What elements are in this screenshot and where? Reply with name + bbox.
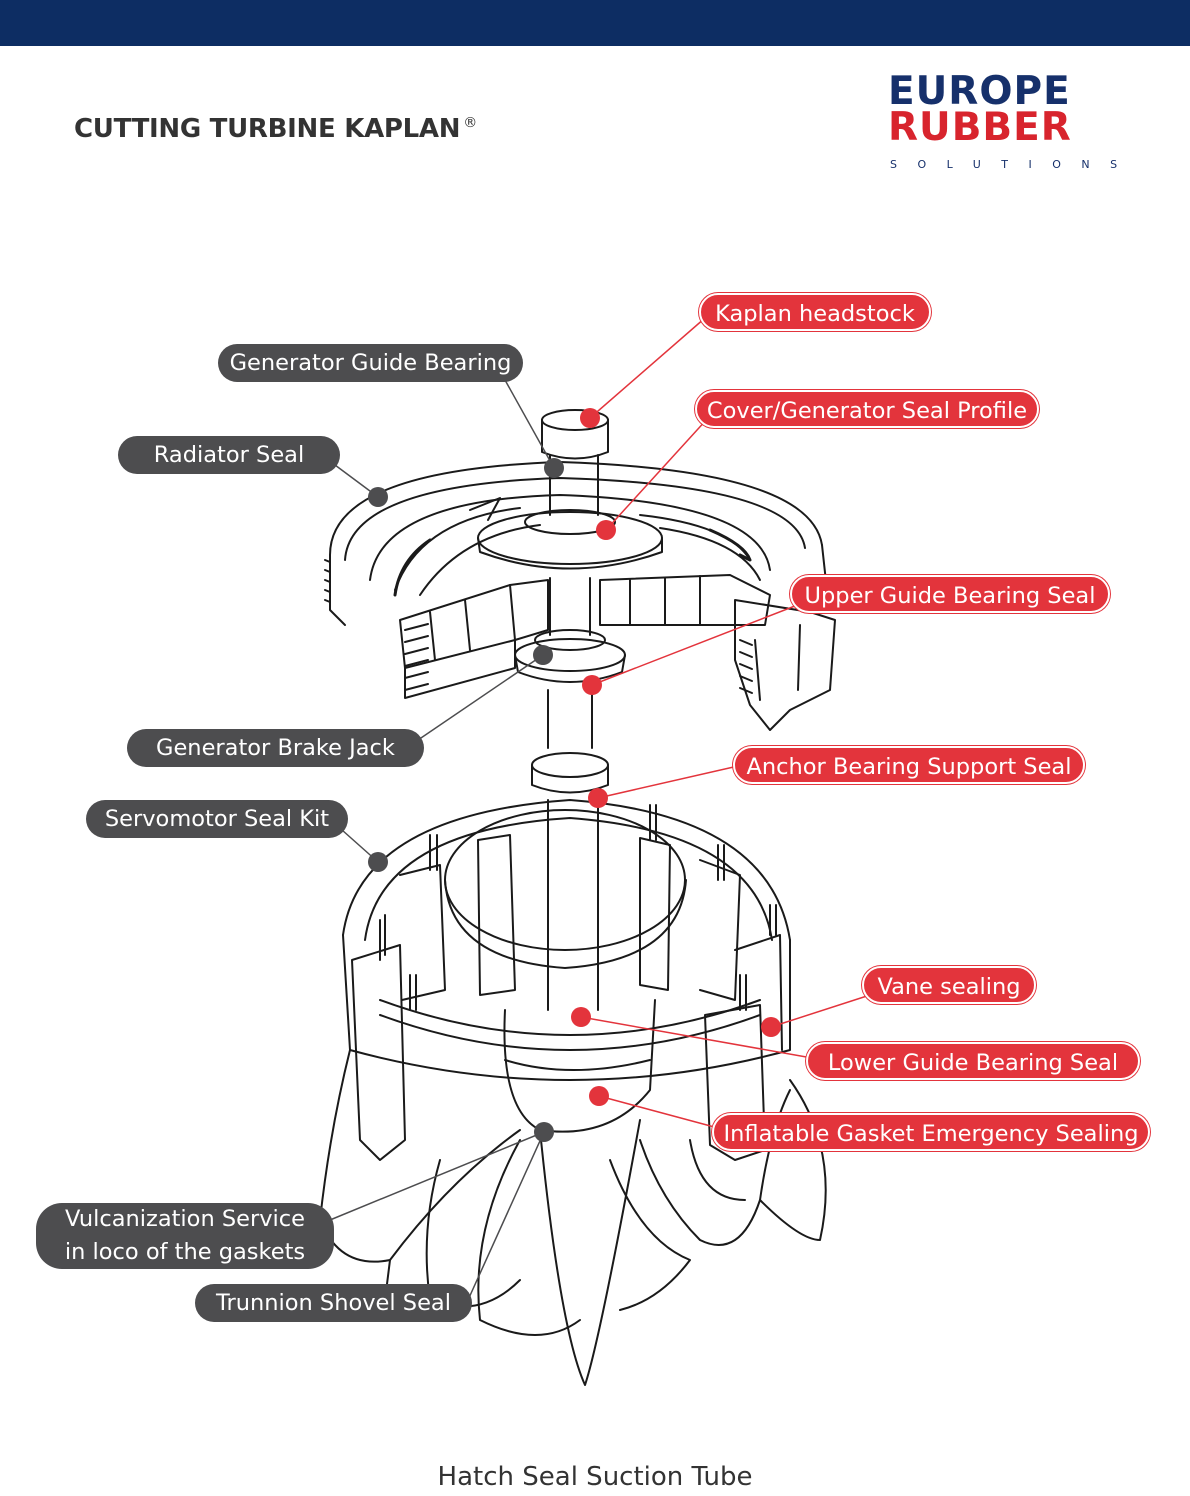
dot-trunnion bbox=[534, 1122, 554, 1142]
logo-line-solutions: SOLUTIONS bbox=[890, 158, 1138, 171]
marker-dots bbox=[368, 408, 781, 1142]
callout-vane-sealing: Vane sealing bbox=[862, 966, 1036, 1004]
dot-servomotor-seal bbox=[368, 852, 388, 872]
callout-vulcanization-service: Vulcanization Service in loco of the gas… bbox=[36, 1203, 334, 1269]
dot-lower-guide-bearing bbox=[571, 1007, 591, 1027]
dot-generator-guide-bearing bbox=[544, 458, 564, 478]
leader-inflatable-gasket bbox=[598, 1095, 719, 1129]
dot-cover-generator-seal bbox=[596, 520, 616, 540]
leader-upper-guide-bearing bbox=[591, 603, 801, 686]
callout-kaplan-headstock: Kaplan headstock bbox=[699, 293, 931, 331]
logo-line-europe: EUROPE bbox=[888, 69, 1071, 114]
leader-lines bbox=[329, 317, 871, 1301]
callout-servomotor-seal-kit: Servomotor Seal Kit bbox=[86, 800, 348, 838]
callout-upper-guide-bearing-seal: Upper Guide Bearing Seal bbox=[790, 575, 1110, 613]
generator-rotor-drawing bbox=[324, 461, 836, 731]
dot-generator-brake-jack bbox=[533, 645, 553, 665]
callout-inflatable-gasket-emergency-sealing: Inflatable Gasket Emergency Sealing bbox=[712, 1113, 1150, 1151]
dot-radiator-seal bbox=[368, 487, 388, 507]
callout-radiator-seal: Radiator Seal bbox=[118, 436, 340, 474]
leader-lower-guide-bearing bbox=[580, 1016, 813, 1059]
dot-upper-guide-bearing bbox=[582, 675, 602, 695]
leader-cover-generator-seal bbox=[605, 417, 709, 531]
registered-mark: ® bbox=[463, 115, 477, 131]
callout-trunnion-shovel-seal: Trunnion Shovel Seal bbox=[195, 1284, 472, 1322]
callout-lower-guide-bearing-seal: Lower Guide Bearing Seal bbox=[806, 1042, 1140, 1080]
callout-generator-brake-jack: Generator Brake Jack bbox=[127, 729, 424, 767]
callout-vulcanization-line2: in loco of the gaskets bbox=[64, 1239, 306, 1265]
figure-caption: Hatch Seal Suction Tube bbox=[437, 1462, 753, 1492]
leader-anchor-bearing bbox=[597, 765, 739, 799]
dot-anchor-bearing bbox=[588, 788, 608, 808]
page-title: CUTTING TURBINE KAPLAN® bbox=[74, 114, 477, 144]
callout-anchor-bearing-support-seal: Anchor Bearing Support Seal bbox=[733, 746, 1085, 784]
logo-line-rubber: RUBBER bbox=[888, 105, 1072, 150]
callout-vulcanization-line1: Vulcanization Service bbox=[64, 1206, 306, 1232]
leader-kaplan-headstock bbox=[589, 317, 706, 419]
leader-generator-brake-jack bbox=[417, 654, 544, 741]
top-bar bbox=[0, 0, 1190, 46]
leader-trunnion bbox=[467, 1131, 545, 1301]
page-title-text: CUTTING TURBINE KAPLAN bbox=[74, 114, 461, 144]
brand-logo: EUROPE RUBBER SOLUTIONS bbox=[888, 72, 1132, 176]
dot-kaplan-headstock bbox=[580, 408, 600, 428]
distributor-drawing bbox=[342, 799, 791, 1161]
leader-generator-guide-bearing bbox=[504, 379, 555, 469]
turbine-drawing bbox=[319, 409, 836, 1386]
dot-inflatable-gasket bbox=[589, 1086, 609, 1106]
callout-cover-generator-seal-profile: Cover/Generator Seal Profile bbox=[695, 390, 1039, 428]
dot-vane-sealing bbox=[761, 1017, 781, 1037]
main-shaft-drawing bbox=[477, 409, 663, 1011]
leader-vane-sealing bbox=[770, 994, 871, 1028]
leader-vulcanization bbox=[329, 1131, 545, 1221]
callout-generator-guide-bearing: Generator Guide Bearing bbox=[218, 344, 523, 382]
